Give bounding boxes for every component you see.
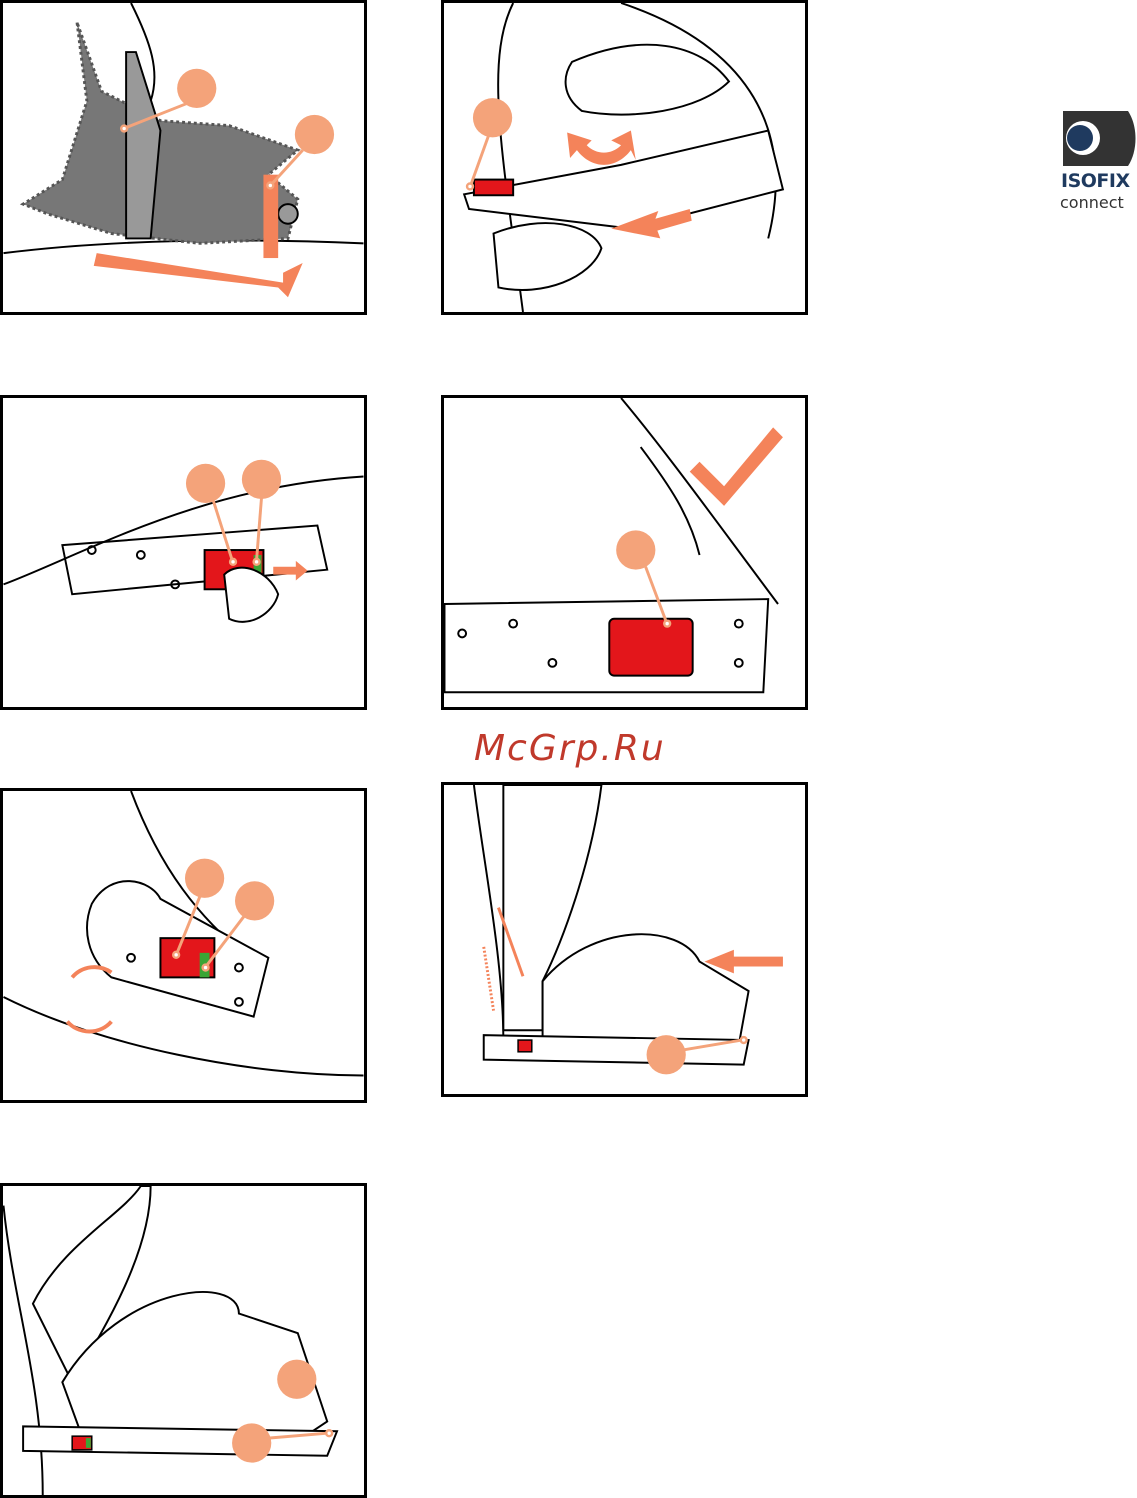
push-seat-illustration — [444, 785, 805, 1094]
step-panel-6 — [441, 782, 808, 1097]
step-panel-1 — [0, 0, 367, 315]
release-button-illustration — [3, 398, 364, 707]
step-panel-4 — [441, 395, 808, 710]
logo-connect-text: connect — [1060, 193, 1124, 212]
step-panel-5 — [0, 788, 367, 1103]
step-panel-7 — [0, 1183, 367, 1498]
logo-isofix-text: ISOFIX — [1061, 170, 1130, 192]
handle-release-illustration — [3, 791, 364, 1100]
base-slide-illustration — [444, 3, 805, 312]
watermark-text: McGrp.Ru — [474, 728, 666, 769]
step-panel-3 — [0, 395, 367, 710]
isofix-arm-illustration — [3, 3, 364, 312]
installed-seat-illustration — [3, 1186, 364, 1495]
locked-indicator-illustration — [444, 398, 805, 707]
step-panel-2 — [441, 0, 808, 315]
